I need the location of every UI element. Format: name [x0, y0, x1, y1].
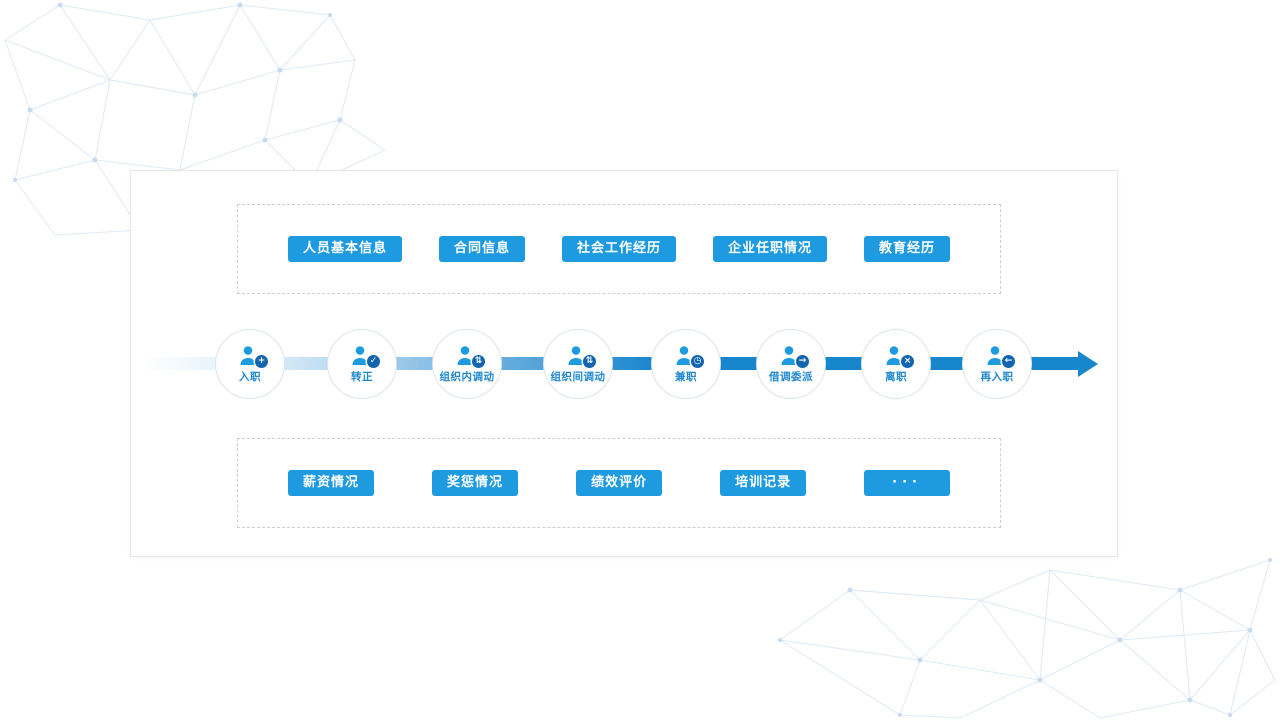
cross-badge-icon: × [901, 355, 914, 368]
node-onboarding: + 入职 [215, 329, 285, 399]
tag-performance: 绩效评价 [576, 469, 663, 497]
network-decoration-bottom-right [778, 558, 1276, 719]
person-icon: × [883, 344, 914, 368]
node-label: 组织内调动 [439, 371, 495, 383]
node-secondment: → 借调委派 [756, 329, 826, 399]
person-icon: ⇅ [454, 344, 485, 368]
transfer-badge-icon: ⇅ [583, 355, 596, 368]
check-badge-icon: ✓ [367, 355, 380, 368]
timeline-arrowhead-icon [1078, 351, 1098, 377]
transfer-badge-icon: ⇅ [472, 355, 485, 368]
node-resignation: × 离职 [861, 329, 931, 399]
top-info-group: 人员基本信息 合同信息 社会工作经历 企业任职情况 教育经历 [237, 204, 1001, 294]
node-label: 转正 [351, 371, 373, 383]
person-icon: + [237, 344, 268, 368]
node-label: 入职 [239, 371, 261, 383]
node-regularization: ✓ 转正 [327, 329, 397, 399]
plus-badge-icon: + [255, 355, 268, 368]
node-label: 再入职 [980, 371, 1014, 383]
tag-reward-punishment: 奖惩情况 [432, 469, 519, 497]
tag-training-records: 培训记录 [720, 469, 807, 497]
person-icon: ◷ [673, 344, 704, 368]
person-icon: → [778, 344, 809, 368]
node-rehire: ← 再入职 [962, 329, 1032, 399]
tag-social-work-history: 社会工作经历 [561, 235, 676, 263]
node-cross-org-transfer: ⇅ 组织间调动 [543, 329, 613, 399]
arrow-left-badge-icon: ← [1002, 355, 1015, 368]
bottom-record-group: 薪资情况 奖惩情况 绩效评价 培训记录 ··· [237, 438, 1001, 528]
node-label: 离职 [885, 371, 907, 383]
node-label: 组织间调动 [550, 371, 606, 383]
tag-basic-info: 人员基本信息 [288, 235, 403, 263]
tag-salary: 薪资情况 [288, 469, 375, 497]
node-label: 借调委派 [769, 371, 813, 383]
tag-contract-info: 合同信息 [438, 235, 525, 263]
diagram-card: 人员基本信息 合同信息 社会工作经历 企业任职情况 教育经历 + 入职 ✓ 转正 [130, 170, 1118, 557]
person-icon: ✓ [349, 344, 380, 368]
tag-more: ··· [864, 469, 950, 497]
person-icon: ← [984, 344, 1015, 368]
arrow-right-badge-icon: → [796, 355, 809, 368]
node-label: 兼职 [675, 371, 697, 383]
clock-badge-icon: ◷ [691, 355, 704, 368]
node-part-time: ◷ 兼职 [651, 329, 721, 399]
node-internal-transfer: ⇅ 组织内调动 [432, 329, 502, 399]
employee-lifecycle-timeline: + 入职 ✓ 转正 ⇅ 组织内调动 ⇅ 组织间调动 [131, 329, 1119, 399]
tag-company-position: 企业任职情况 [712, 235, 827, 263]
person-icon: ⇅ [565, 344, 596, 368]
tag-education-history: 教育经历 [863, 235, 950, 263]
